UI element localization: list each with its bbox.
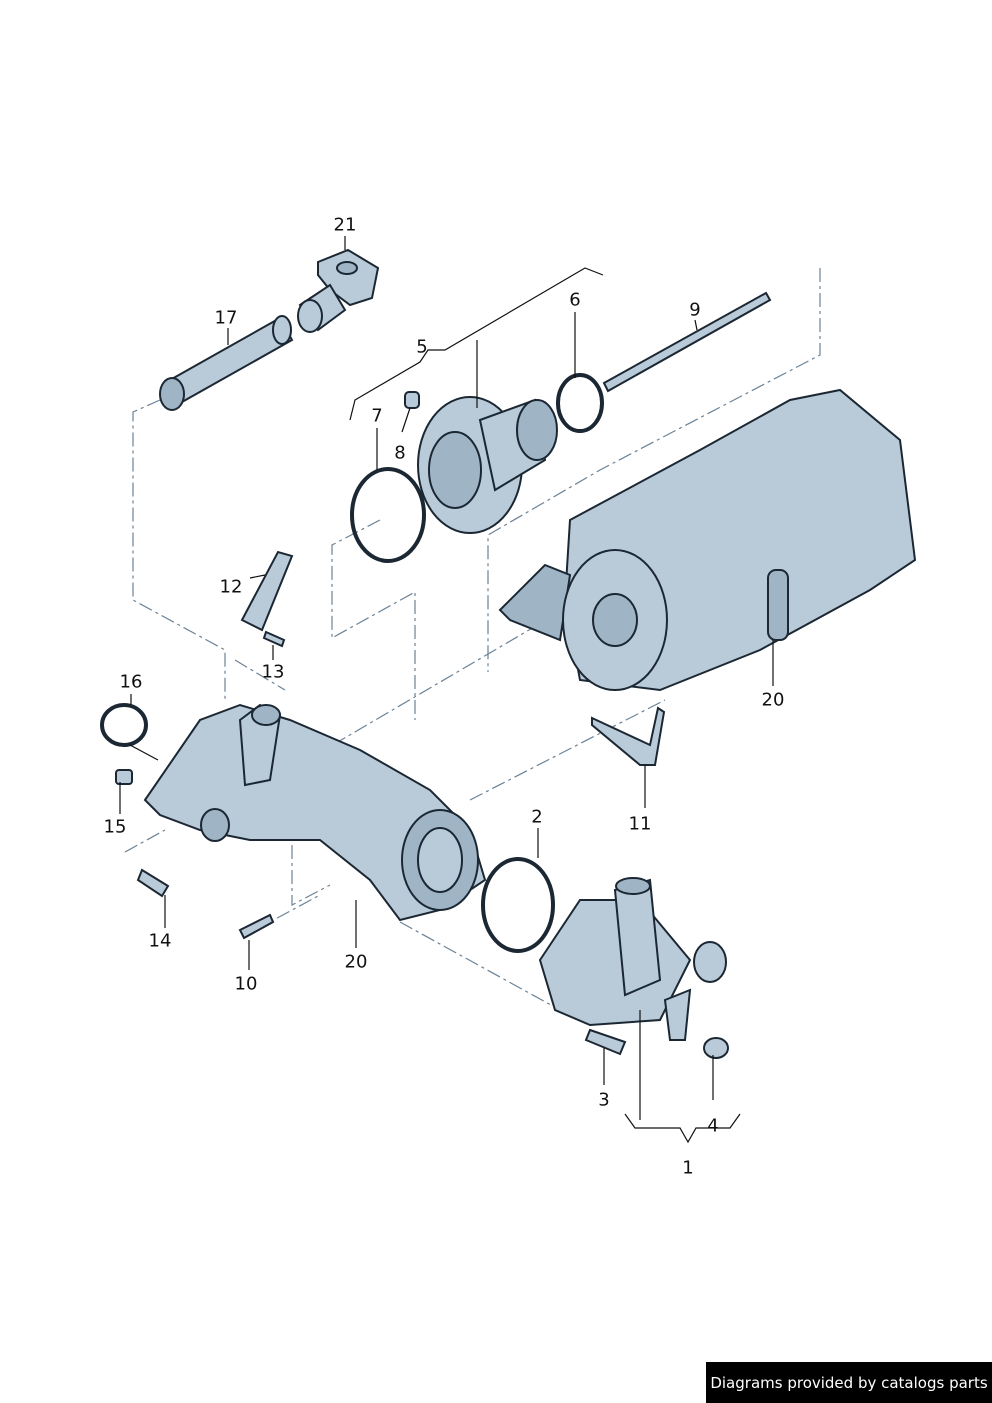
callout-14: 14 bbox=[148, 930, 172, 952]
callout-20-housing: 20 bbox=[344, 951, 368, 973]
part-12-bracket bbox=[240, 550, 294, 632]
part-20-coolant-housing bbox=[143, 703, 487, 922]
callout-15: 15 bbox=[103, 816, 127, 838]
part-1-pump-housing bbox=[538, 877, 727, 1041]
part-5-water-pump bbox=[417, 396, 558, 534]
part-10-bolt bbox=[238, 913, 275, 940]
callout-6: 6 bbox=[569, 289, 581, 311]
callout-16: 16 bbox=[119, 671, 143, 693]
callout-20-engine: 20 bbox=[761, 689, 785, 711]
callout-5: 5 bbox=[416, 336, 428, 358]
leader-lines bbox=[119, 236, 774, 1144]
callout-21: 21 bbox=[333, 214, 357, 236]
callout-9: 9 bbox=[689, 299, 701, 321]
part-17-pipe bbox=[159, 315, 294, 411]
part-14-bolt bbox=[136, 868, 170, 898]
part-4-screw bbox=[703, 1037, 729, 1059]
part-16-o-ring bbox=[100, 703, 148, 747]
callout-11: 11 bbox=[628, 813, 652, 835]
callout-7: 7 bbox=[371, 405, 383, 427]
part-11-bracket bbox=[591, 706, 666, 766]
part-7-o-ring bbox=[350, 467, 426, 563]
callout-4: 4 bbox=[707, 1115, 719, 1137]
part-9-rod bbox=[602, 291, 772, 393]
callout-10: 10 bbox=[234, 973, 258, 995]
callout-13: 13 bbox=[261, 661, 285, 683]
part-15-nut bbox=[115, 769, 133, 785]
part-20-engine-block bbox=[498, 388, 917, 692]
callout-3: 3 bbox=[598, 1089, 610, 1111]
part-8-sleeve bbox=[404, 391, 420, 409]
footer-credit: Diagrams provided by catalogs parts bbox=[706, 1362, 992, 1403]
part-13-bolt bbox=[262, 630, 286, 648]
part-6-o-ring bbox=[556, 373, 604, 433]
part-2-o-ring bbox=[481, 857, 555, 953]
callout-12: 12 bbox=[219, 576, 243, 598]
callout-8: 8 bbox=[394, 442, 406, 464]
callout-17: 17 bbox=[214, 307, 238, 329]
part-21-elbow bbox=[297, 248, 380, 333]
callout-2: 2 bbox=[531, 806, 543, 828]
callout-1: 1 bbox=[682, 1157, 694, 1179]
part-3-bolt bbox=[584, 1028, 627, 1056]
